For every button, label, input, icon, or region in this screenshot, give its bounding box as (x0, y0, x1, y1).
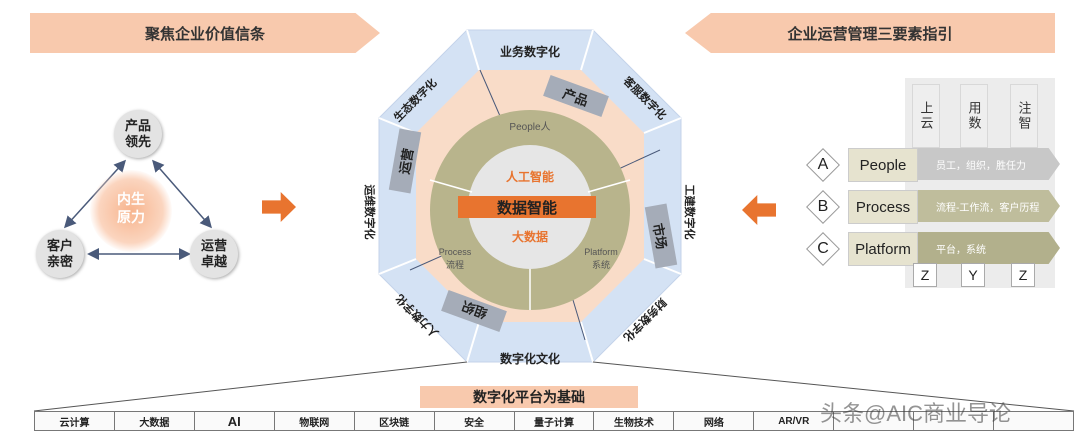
column-footer-z2: Z (1011, 263, 1035, 287)
ring-process-en: Process (438, 247, 472, 257)
ring-platform-cn: 系统 (591, 260, 610, 270)
tech-biotech: 生物技术 (593, 411, 674, 431)
ring-process-cn: 流程 (445, 260, 464, 270)
tech-cell-12 (913, 411, 994, 431)
tech-arvr: AR/VR (753, 411, 834, 431)
row-bar-process: 流程-工作流，客户历程 (918, 190, 1060, 222)
column-header-cloud: 上云 (912, 84, 940, 148)
node-customer-intimacy: 客户 亲密 (36, 230, 84, 278)
base-platform-label: 数字化平台为基础 (420, 386, 638, 408)
core-ai-label: 人工智能 (505, 170, 554, 184)
right-banner: 企业运营管理三要素指引 (685, 13, 1055, 53)
ring-people-label: People人 (509, 122, 551, 133)
tech-cell-13 (993, 411, 1074, 431)
inner-force-glow (90, 170, 172, 252)
column-header-data: 用数 (960, 84, 988, 148)
column-footer-y: Y (961, 263, 985, 287)
row-label-platform: Platform (848, 232, 918, 266)
inner-force-label: 内生 原力 (117, 191, 145, 225)
core-data-intelligence-bar: 数据智能 (458, 196, 596, 218)
row-bar-people: 员工，组织，胜任力 (918, 148, 1060, 180)
badge-c: C (808, 234, 838, 264)
badge-b: B (808, 192, 838, 222)
watermark: 头条@AIC商业导论 (820, 401, 1012, 426)
node-operational-excellence: 运营 卓越 (190, 230, 238, 278)
column-header-intel: 注智 (1010, 84, 1038, 148)
row-label-people: People (848, 148, 918, 182)
tech-strip: 云计算 大数据 AI 物联网 区块链 安全 量子计算 生物技术 网络 AR/VR (34, 411, 1074, 431)
tech-security: 安全 (433, 411, 514, 431)
ring-platform-en: Platform (584, 247, 618, 257)
tech-ai: AI (193, 411, 274, 431)
side-label-culture: 数字化文化 (499, 352, 560, 366)
node-product-leadership: 产品 领先 (114, 110, 162, 158)
side-label-business: 业务数字化 (499, 45, 560, 59)
connector-top-right (152, 159, 212, 229)
row-label-process: Process (848, 190, 918, 224)
core-bigdata-label: 大数据 (511, 230, 548, 244)
tech-bigdata: 大数据 (113, 411, 194, 431)
tech-cell-11 (833, 411, 914, 431)
left-banner: 聚焦企业价值信条 (30, 13, 380, 53)
row-bar-platform: 平台，系统 (918, 232, 1060, 264)
tech-quantum: 量子计算 (513, 411, 594, 431)
tech-cloud: 云计算 (34, 411, 114, 431)
column-footer-z1: Z (913, 263, 937, 287)
tech-iot: 物联网 (273, 411, 354, 431)
badge-a: A (808, 150, 838, 180)
tech-network: 网络 (673, 411, 754, 431)
tech-blockchain: 区块链 (353, 411, 434, 431)
